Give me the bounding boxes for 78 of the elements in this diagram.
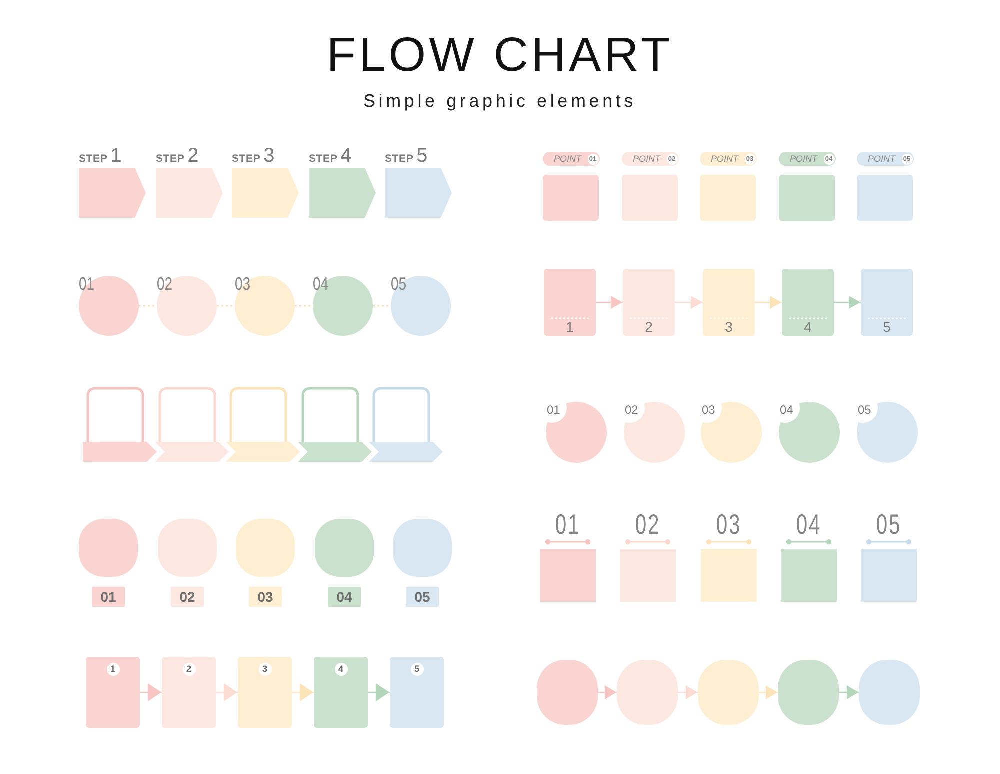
point-tag	[700, 152, 757, 166]
step-number: 02	[625, 404, 638, 417]
step-number: 01	[555, 512, 581, 538]
step-label: STEP 1	[79, 146, 122, 169]
square-card	[779, 175, 835, 221]
arrow	[595, 296, 624, 310]
arrow	[674, 296, 704, 310]
point-tag	[857, 152, 914, 166]
step-label: STEP 5	[385, 146, 428, 169]
square-card	[622, 175, 678, 221]
arrow	[367, 684, 391, 702]
number-tag: 04	[328, 587, 361, 607]
dashed-connector	[295, 305, 313, 307]
square-card	[543, 175, 599, 221]
point-label: POINT	[711, 153, 739, 166]
arrow	[215, 684, 239, 702]
number-tag: 05	[406, 587, 439, 607]
point-tag	[622, 152, 679, 166]
point-label: POINT	[554, 153, 582, 166]
card	[623, 269, 675, 336]
step-number: 04	[780, 404, 794, 417]
number-badge: 4	[334, 663, 348, 676]
number-badge: 1	[106, 663, 120, 676]
step-number: 4	[804, 320, 812, 335]
step-label: STEP 4	[309, 146, 352, 169]
step-number: 03	[235, 276, 251, 293]
arrow	[677, 686, 699, 700]
arrow	[758, 686, 779, 700]
step-number: 05	[858, 404, 872, 417]
step-number: 3	[725, 320, 733, 335]
point-label: POINT	[868, 153, 896, 166]
arrow	[838, 686, 860, 700]
card	[238, 657, 292, 728]
subtitle: Simple graphic elements	[364, 91, 636, 111]
step-number: 03	[716, 512, 742, 538]
number-badge: 2	[182, 663, 196, 676]
number-tag: 02	[171, 587, 204, 607]
dashed-connector	[139, 305, 157, 307]
card	[544, 269, 596, 336]
number-badge: 3	[258, 663, 272, 676]
dashed-connector	[373, 305, 391, 307]
number-badge: 5	[410, 663, 424, 676]
point-tag	[543, 152, 600, 166]
arrow	[833, 296, 862, 310]
step-number: 04	[313, 276, 329, 293]
arrow	[139, 684, 163, 702]
step-number: 5	[883, 320, 891, 335]
card	[162, 657, 216, 728]
number-tag: 01	[92, 587, 125, 607]
step-number: 02	[635, 512, 661, 538]
step-label: STEP 3	[232, 146, 275, 169]
step-number: 2	[645, 320, 653, 335]
step-number: 01	[547, 404, 560, 417]
number-tag: 03	[249, 587, 282, 607]
point-tag	[779, 152, 836, 166]
dashed-connector	[217, 305, 235, 307]
card	[861, 269, 913, 336]
card	[390, 657, 444, 728]
step-number: 1	[566, 320, 574, 335]
square-card	[700, 175, 756, 221]
step-number: 03	[702, 404, 716, 417]
card	[86, 657, 140, 728]
step-number: 05	[391, 276, 407, 293]
step-number: 01	[79, 276, 95, 293]
arrow	[291, 684, 315, 702]
square-card	[857, 175, 913, 221]
card	[703, 269, 755, 336]
arrow	[597, 686, 618, 700]
card	[782, 269, 834, 336]
title: FLOW CHART	[326, 29, 674, 83]
step-number: 05	[876, 512, 902, 538]
point-label: POINT	[790, 153, 818, 166]
arrow	[754, 296, 783, 310]
step-label: STEP 2	[156, 146, 199, 169]
card	[314, 657, 368, 728]
step-number: 02	[157, 276, 173, 293]
point-label: POINT	[633, 153, 661, 166]
step-number: 04	[796, 512, 822, 538]
